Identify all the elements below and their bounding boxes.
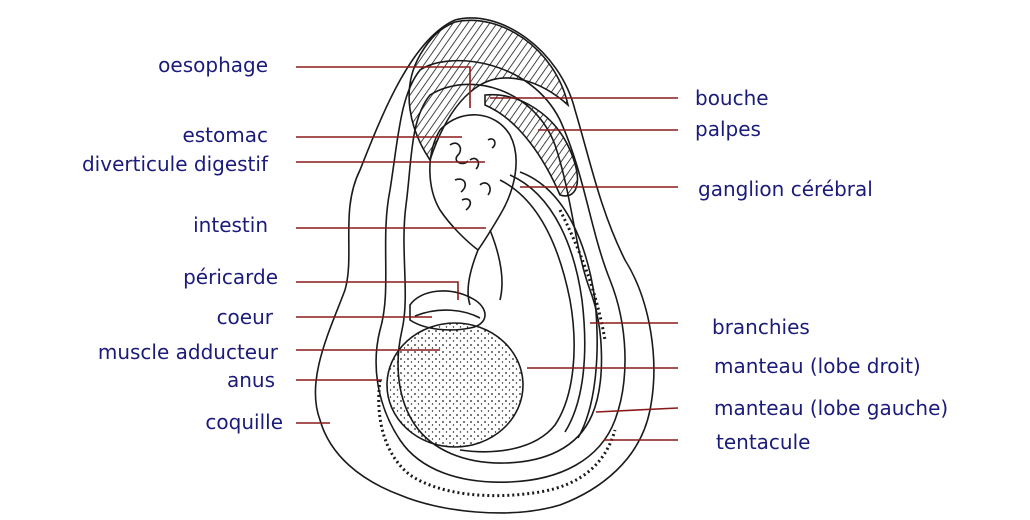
label-estomac: estomac (182, 123, 268, 147)
label-coquille: coquille (205, 410, 283, 434)
label-oesophage: oesophage (158, 53, 268, 77)
label-pericarde: péricarde (183, 265, 278, 289)
label-muscle-adducteur: muscle adducteur (98, 340, 278, 364)
label-branchies: branchies (712, 315, 810, 339)
label-manteau-lobe-droit: manteau (lobe droit) (714, 354, 921, 378)
palps (485, 95, 577, 196)
label-tentacule: tentacule (716, 430, 810, 454)
label-ganglion-cerebral: ganglion cérébral (698, 177, 873, 201)
adductor-muscle (387, 323, 523, 447)
label-manteau-lobe-gauche: manteau (lobe gauche) (714, 396, 948, 420)
label-diverticule-digestif: diverticule digestif (82, 152, 268, 176)
label-intestin: intestin (193, 213, 268, 237)
label-coeur: coeur (217, 305, 273, 329)
label-palpes: palpes (695, 117, 761, 141)
label-anus: anus (227, 368, 275, 392)
leader-manteau-gauche (596, 408, 678, 412)
label-bouche: bouche (695, 86, 769, 110)
